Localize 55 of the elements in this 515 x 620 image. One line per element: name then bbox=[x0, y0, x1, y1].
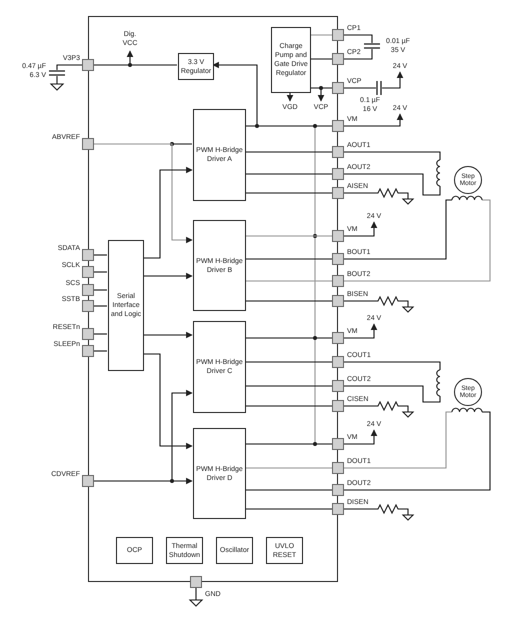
wire bbox=[344, 199, 491, 282]
wire bbox=[344, 87, 376, 89]
wire bbox=[94, 305, 107, 307]
wire bbox=[94, 350, 107, 352]
capacitor-symbol bbox=[364, 43, 380, 49]
coil-symbol bbox=[452, 405, 482, 413]
wire bbox=[94, 271, 107, 273]
wire bbox=[344, 173, 441, 196]
wire bbox=[344, 34, 373, 43]
arrow bbox=[344, 113, 404, 127]
wire bbox=[245, 467, 332, 469]
wire bbox=[310, 58, 332, 60]
wire bbox=[245, 173, 332, 175]
capacitor-symbol bbox=[49, 70, 65, 76]
wire bbox=[245, 489, 332, 491]
wire bbox=[310, 34, 332, 36]
wire bbox=[245, 280, 332, 282]
arrow bbox=[143, 166, 193, 259]
arrow bbox=[143, 332, 193, 338]
wire bbox=[344, 411, 491, 491]
arrow bbox=[344, 221, 378, 237]
wire bbox=[245, 508, 332, 510]
wire bbox=[344, 49, 373, 60]
arrow bbox=[143, 272, 193, 280]
wire bbox=[56, 64, 82, 70]
wire bbox=[94, 333, 107, 335]
wire bbox=[94, 64, 177, 66]
wire bbox=[245, 235, 332, 237]
wire bbox=[310, 87, 332, 89]
wire bbox=[94, 289, 107, 291]
wire bbox=[344, 151, 441, 160]
wire bbox=[245, 405, 332, 407]
wire bbox=[245, 443, 332, 445]
arrow bbox=[94, 143, 193, 244]
wire bbox=[245, 385, 332, 387]
wire bbox=[245, 192, 332, 194]
arrow bbox=[94, 390, 193, 482]
wire bbox=[344, 385, 441, 403]
wire bbox=[245, 125, 332, 127]
coil-symbol bbox=[452, 193, 482, 201]
capacitor-symbol bbox=[376, 81, 382, 95]
arrow bbox=[143, 353, 193, 450]
wire bbox=[344, 411, 452, 469]
wire bbox=[245, 300, 332, 302]
arrow bbox=[344, 429, 378, 445]
wire bbox=[245, 151, 332, 153]
wire bbox=[344, 361, 441, 370]
wire bbox=[94, 254, 107, 256]
wire bbox=[245, 258, 332, 260]
arrow bbox=[382, 71, 404, 89]
arrow bbox=[344, 323, 378, 339]
wire bbox=[344, 199, 452, 260]
wire bbox=[245, 337, 332, 339]
chip-outline bbox=[88, 16, 338, 582]
wire bbox=[245, 361, 332, 363]
